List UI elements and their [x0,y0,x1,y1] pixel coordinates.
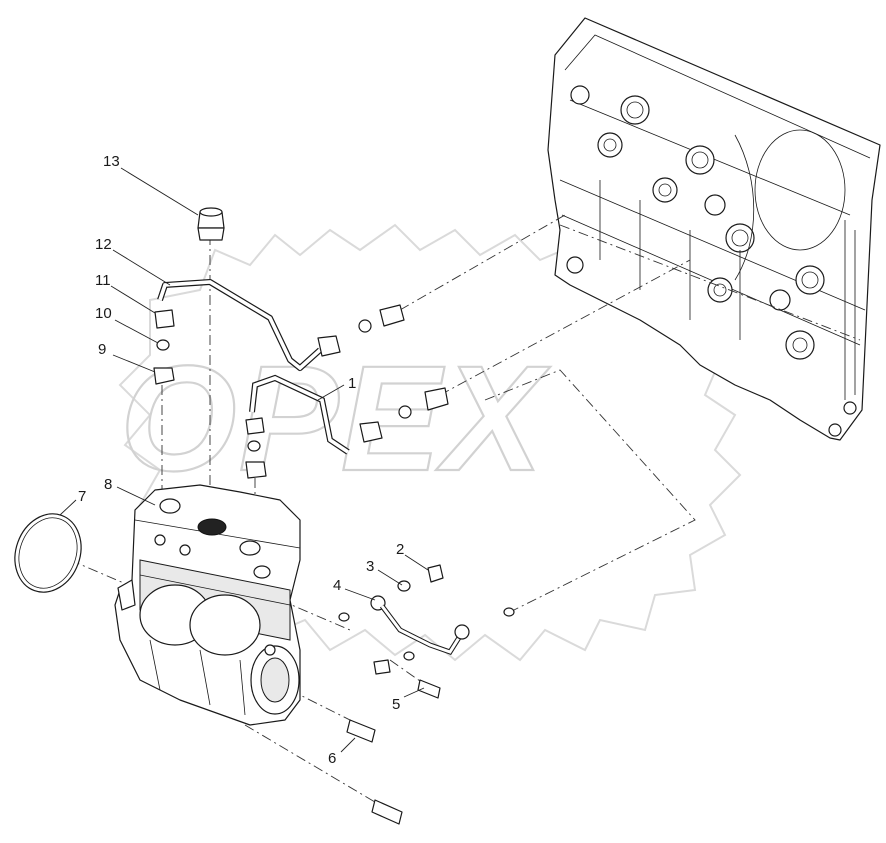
callout-leaders [59,167,429,753]
fittings-right [358,304,449,419]
callout-4: 4 [333,577,341,594]
callout-2: 2 [396,541,404,558]
callout-6: 6 [328,750,336,767]
callout-8: 8 [104,476,112,493]
engine-block [547,17,881,441]
callout-12: 12 [95,236,112,253]
callout-11: 11 [95,272,111,289]
callout-3: 3 [366,558,374,575]
small-parts [338,564,515,825]
watermark: OPEX [118,223,742,662]
fitting-13 [197,207,225,241]
callout-labels: 1 2 3 4 5 6 7 8 9 10 11 12 13 [78,153,404,767]
pipe-1 [249,374,383,455]
fittings-left [153,309,267,479]
pipe-12 [157,279,341,371]
o-ring [14,513,82,593]
callout-7: 7 [78,488,86,505]
callout-5: 5 [392,696,400,713]
watermark-text: OPEX [120,334,551,502]
air-compressor [114,484,301,726]
callout-1: 1 [348,375,356,392]
callout-13: 13 [103,153,120,170]
callout-9: 9 [98,341,106,358]
callout-10: 10 [95,305,112,322]
